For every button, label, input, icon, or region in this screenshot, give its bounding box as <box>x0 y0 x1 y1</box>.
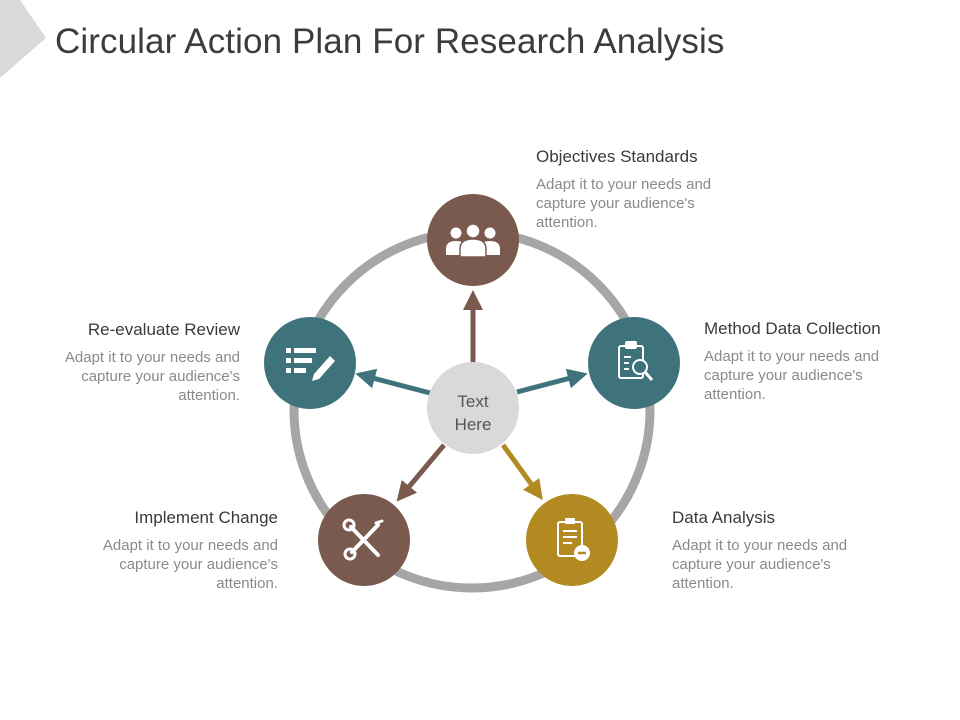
users-group-icon <box>446 223 500 258</box>
corner-tab-decoration <box>0 0 46 78</box>
step-description: Adapt it to your needs and capture your … <box>704 348 880 403</box>
arrow-to-implement <box>396 443 446 502</box>
clipboard-minus-icon <box>557 518 590 561</box>
node-implement-change <box>318 494 410 586</box>
step-heading: Re-evaluate Review <box>87 320 240 339</box>
clipboard-search-icon <box>618 341 654 381</box>
step-description: Adapt it to your needs and capture your … <box>64 349 240 404</box>
step-description: Adapt it to your needs and capture your … <box>672 537 848 592</box>
step-heading: Data Analysis <box>672 508 775 527</box>
step-method-data-collection: Method Data Collection Adapt it to your … <box>704 319 960 404</box>
node-data-analysis <box>526 494 618 586</box>
list-edit-icon <box>286 348 335 381</box>
wrench-screwdriver-icon <box>342 518 384 561</box>
arrow-to-method <box>516 368 588 395</box>
arrow-to-analysis <box>500 443 543 501</box>
node-objectives-standards <box>427 194 519 286</box>
center-circle <box>427 362 519 454</box>
node-method-data-collection <box>588 317 680 409</box>
step-heading: Objectives Standards <box>536 147 698 166</box>
page-title: Circular Action Plan For Research Analys… <box>55 22 725 61</box>
step-data-analysis: Data Analysis Adapt it to your needs and… <box>672 508 932 593</box>
step-objectives-standards: Objectives Standards Adapt it to your ne… <box>536 147 796 232</box>
step-description: Adapt it to your needs and capture your … <box>536 176 712 231</box>
step-reevaluate-review: Re-evaluate Review Adapt it to your need… <box>0 320 240 405</box>
step-heading: Implement Change <box>134 508 278 527</box>
center-text-line2: Here <box>455 415 492 434</box>
center-text-line1: Text <box>457 392 488 411</box>
arrow-to-reevaluate <box>355 368 431 396</box>
node-reevaluate-review <box>264 317 356 409</box>
step-description: Adapt it to your needs and capture your … <box>102 537 278 592</box>
step-heading: Method Data Collection <box>704 319 881 338</box>
step-implement-change: Implement Change Adapt it to your needs … <box>18 508 278 593</box>
